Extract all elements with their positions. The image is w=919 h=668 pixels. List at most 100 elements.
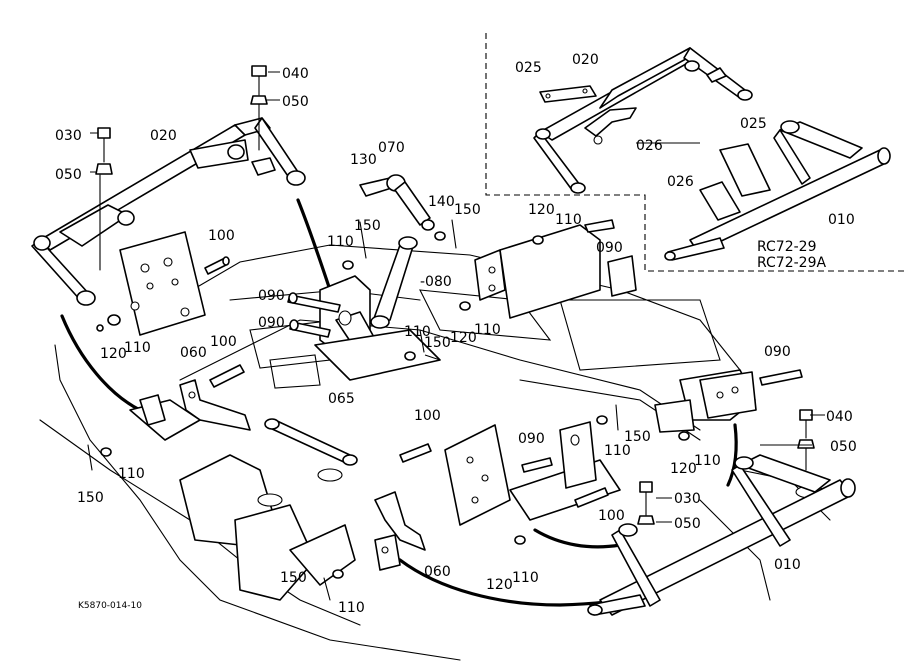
inset-front-bar — [533, 47, 753, 194]
inset-bracket-026-top — [584, 107, 637, 145]
bolt-030-lower — [637, 481, 655, 525]
label-040-top: 040 — [282, 66, 309, 82]
inset-model-line2: RC72-29A — [757, 255, 826, 271]
bolt-100-mid — [209, 364, 245, 388]
label-100-lower: 100 — [414, 408, 441, 424]
leader-lines — [90, 71, 825, 523]
bolt-090-center-a — [287, 292, 341, 313]
label-040-lower: 040 — [826, 409, 853, 425]
label-110-right: 110 — [694, 453, 721, 469]
label-150-cb: 150 — [424, 335, 451, 351]
label-150-left: 150 — [77, 490, 104, 506]
label-120-right: 120 — [670, 461, 697, 477]
right-bracket-upper — [474, 224, 637, 319]
spring-pin-150-c — [419, 329, 425, 353]
washer-110-bottom — [332, 569, 344, 579]
bracket-060-lower — [374, 491, 426, 571]
label-090-b: 090 — [258, 315, 285, 331]
label-050-right: 050 — [830, 439, 857, 455]
label-090-a: 090 — [258, 288, 285, 304]
label-050-lower: 050 — [674, 516, 701, 532]
drawing-code: K5870-014-10 — [78, 601, 142, 611]
washer-110-right-mid — [459, 301, 471, 311]
label-110-upper-right: 110 — [555, 212, 582, 228]
label-080: -080 — [420, 274, 452, 290]
bolt-100-lower — [399, 443, 432, 463]
spring-pin-150-d — [87, 444, 93, 471]
inset-dashed-border — [485, 33, 905, 272]
bracket-mid-right — [444, 421, 621, 526]
label-090-right: 090 — [764, 344, 791, 360]
label-070: 070 — [378, 140, 405, 156]
label-025-inset: 025 — [515, 60, 542, 76]
label-030-lower: 030 — [674, 491, 701, 507]
label-110-bottom: 110 — [512, 570, 539, 586]
belt-cable-mid — [533, 528, 622, 549]
label-010-main: 010 — [774, 557, 801, 573]
washer-110-right-low — [678, 431, 690, 441]
spring-pin-150-a — [359, 221, 367, 259]
bolt-040-lower — [797, 409, 815, 471]
label-030-left: 030 — [55, 128, 82, 144]
label-140: 140 — [428, 194, 455, 210]
label-110-mr: 110 — [604, 443, 631, 459]
spring-pin-150-f — [323, 577, 331, 601]
washer-120-lower — [514, 535, 526, 545]
label-110-cb: 110 — [404, 324, 431, 340]
washer-140 — [434, 231, 446, 241]
label-150-top: 150 — [454, 202, 481, 218]
label-110-bottom-left: 110 — [338, 600, 365, 616]
washer-110-c — [100, 447, 112, 457]
label-060-lower: 060 — [424, 564, 451, 580]
bolt-040-top — [250, 65, 268, 151]
center-bracket — [314, 275, 441, 381]
belt-cable-right — [726, 423, 738, 487]
label-050-left: 050 — [55, 167, 82, 183]
label-110-left: 110 — [124, 340, 151, 356]
bolt-030-left — [95, 127, 113, 175]
label-025-inset-b: 025 — [740, 116, 767, 132]
right-bracket-lower — [654, 369, 757, 433]
label-090-upper-right: 090 — [596, 240, 623, 256]
label-026-inset-a: 026 — [636, 138, 663, 154]
label-110-mid: 110 — [474, 322, 501, 338]
link-080 — [370, 236, 418, 329]
pin-120-left — [96, 324, 104, 332]
label-060-left: 060 — [180, 345, 207, 361]
label-120-left: 120 — [100, 346, 127, 362]
label-120-mid: 120 — [450, 330, 477, 346]
belt-cable-top — [296, 198, 332, 292]
label-150-right: 150 — [624, 429, 651, 445]
front-bar-left — [31, 117, 306, 306]
label-120-bottom: 120 — [486, 577, 513, 593]
label-110-lowleft: 110 — [118, 466, 145, 482]
label-130: 130 — [350, 152, 377, 168]
label-050-top: 050 — [282, 94, 309, 110]
mounting-plate-left — [119, 231, 206, 336]
inset-rear-roller — [664, 120, 891, 261]
label-110-center: 110 — [327, 234, 354, 250]
label-020-inset: 020 — [572, 52, 599, 68]
bolt-110-right — [584, 219, 615, 233]
washer-110-a — [342, 260, 354, 270]
inset-model-line1: RC72-29 — [757, 239, 817, 255]
label-150-bottom: 150 — [280, 570, 307, 586]
inset-group — [485, 33, 905, 272]
washer-110-b — [404, 351, 416, 361]
bolt-100-right-low — [574, 487, 609, 508]
spring-pin-150-b — [451, 219, 457, 249]
inset-bracket-025-top — [539, 85, 597, 103]
label-100-right-low: 100 — [598, 508, 625, 524]
mower-deck — [39, 244, 831, 661]
label-090-lower: 090 — [518, 431, 545, 447]
spring-pin-150-e — [615, 404, 619, 431]
mount-foot-left — [129, 394, 201, 441]
bolt-090-center-b — [289, 319, 331, 338]
label-020-main: 020 — [150, 128, 177, 144]
label-120-upper-right: 120 — [528, 202, 555, 218]
washer-110-left — [107, 314, 121, 326]
washer-110-mid-right — [596, 415, 608, 425]
rear-roller-main — [587, 454, 856, 616]
label-150-mid: 150 — [354, 218, 381, 234]
